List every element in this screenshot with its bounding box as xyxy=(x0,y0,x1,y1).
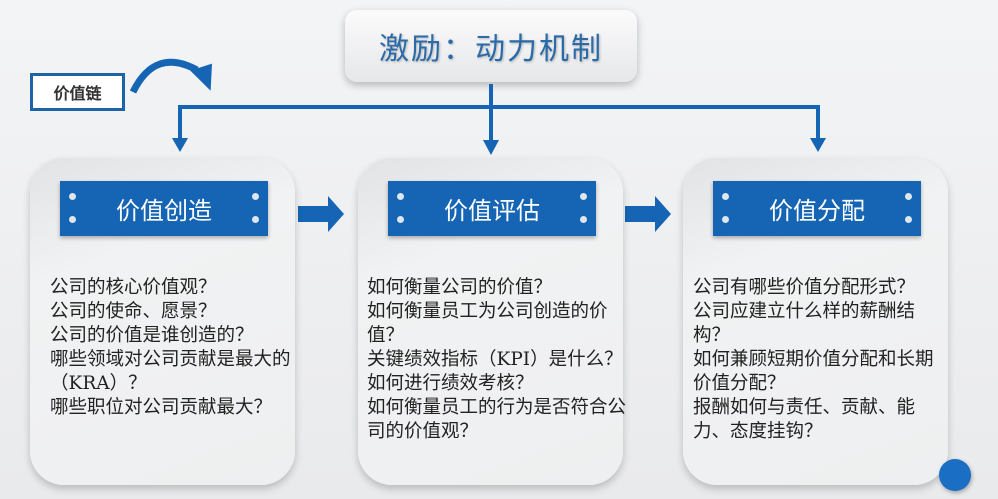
stage-header: 价值创造 xyxy=(60,181,268,236)
question: 哪些职位对公司贡献最大？ xyxy=(50,397,273,418)
connector-lines xyxy=(172,84,826,155)
stage-title: 价值分配 xyxy=(769,197,865,225)
question: 如何衡量员工为公司创造的价值？ xyxy=(367,301,608,346)
question: 公司的使命、愿景？ xyxy=(50,301,217,322)
question: 如何衡量员工的行为是否符合公司的价值观？ xyxy=(367,397,627,442)
arrow-right-icon xyxy=(298,196,344,232)
question: 公司的核心价值观？ xyxy=(50,277,217,298)
decorative-circle xyxy=(939,459,971,491)
arrow-right-icon xyxy=(625,196,671,232)
question: 如何兼顾短期价值分配和长期价值分配？ xyxy=(693,349,934,394)
question: 如何进行绩效考核？ xyxy=(367,373,534,394)
question: 公司应建立什么样的薪酬结构？ xyxy=(693,301,916,346)
stage-title: 价值创造 xyxy=(116,197,212,225)
value-chain-label: 价值链 xyxy=(30,73,125,111)
question-list: 公司有哪些价值分配形式？ 公司应建立什么样的薪酬结构？ 如何兼顾短期价值分配和长… xyxy=(693,276,945,444)
stage-card-value-creation: 价值创造 公司的核心价值观？ 公司的使命、愿景？ 公司的价值是谁创造的？ 哪些领… xyxy=(30,158,295,485)
stage-header: 价值分配 xyxy=(713,181,921,236)
stage-header: 价值评估 xyxy=(388,181,596,236)
question: 公司的价值是谁创造的？ xyxy=(50,325,254,346)
question-list: 如何衡量公司的价值？ 如何衡量员工为公司创造的价值？ 关键绩效指标（KPI）是什… xyxy=(367,276,629,444)
page-title: 激励：动力机制 xyxy=(345,10,637,82)
question: 如何衡量公司的价值？ xyxy=(367,277,553,298)
question: 哪些领域对公司贡献是最大的（KRA）？ xyxy=(50,349,291,394)
stage-card-value-assessment: 价值评估 如何衡量公司的价值？ 如何衡量员工为公司创造的价值？ 关键绩效指标（K… xyxy=(358,158,626,485)
question: 关键绩效指标（KPI）是什么？ xyxy=(367,349,623,370)
curved-arrow-icon xyxy=(129,58,213,94)
question: 报酬如何与责任、贡献、能力、态度挂钩？ xyxy=(693,397,916,442)
stage-title: 价值评估 xyxy=(444,197,540,225)
question: 公司有哪些价值分配形式？ xyxy=(693,277,916,298)
stage-card-value-distribution: 价值分配 公司有哪些价值分配形式？ 公司应建立什么样的薪酬结构？ 如何兼顾短期价… xyxy=(683,158,948,485)
question-list: 公司的核心价值观？ 公司的使命、愿景？ 公司的价值是谁创造的？ 哪些领域对公司贡… xyxy=(50,276,302,420)
